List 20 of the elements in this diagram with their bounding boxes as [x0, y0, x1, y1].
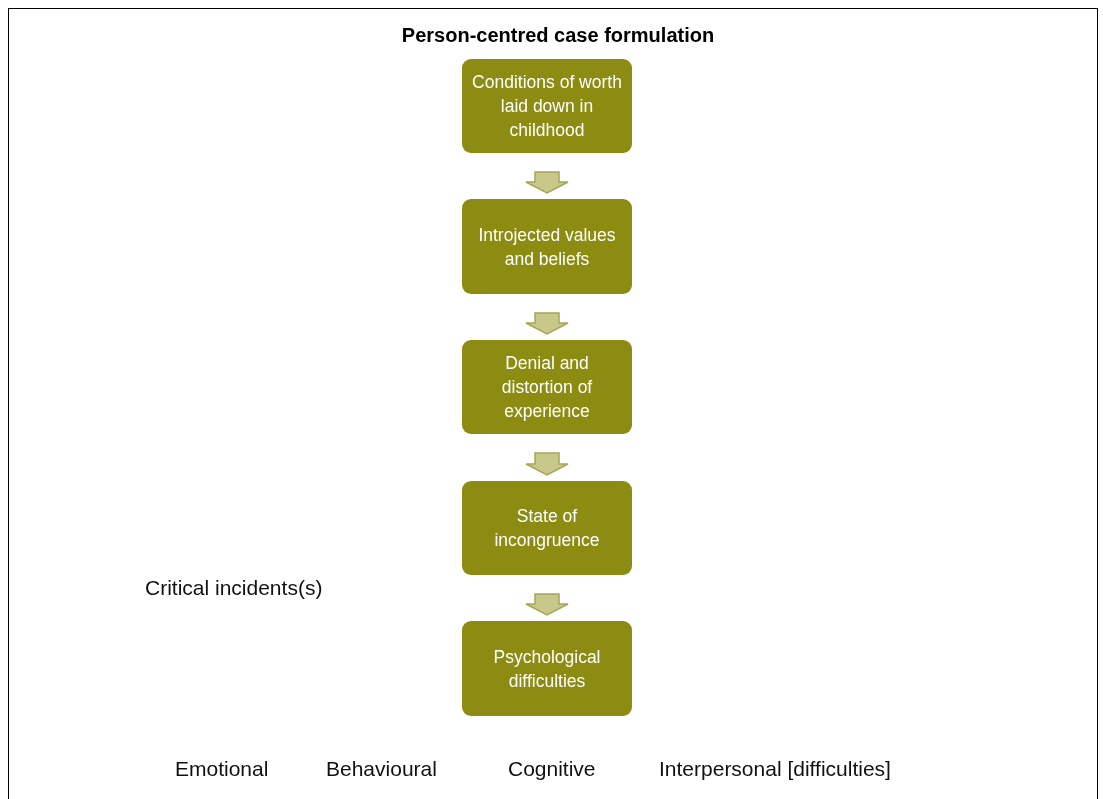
category-label: Interpersonal [difficulties] — [659, 757, 891, 781]
block-arrow — [525, 452, 569, 476]
category-label: Cognitive — [508, 757, 596, 781]
box-text: Denial and distortion of experience — [500, 352, 594, 423]
box-text: State of incongruence — [493, 505, 601, 552]
block-arrow — [525, 593, 569, 616]
diagram-title: Person-centred case formulation — [400, 24, 716, 47]
process-box — [462, 59, 632, 153]
box-text: Conditions of worth laid down in childhood — [471, 71, 623, 142]
block-arrow — [525, 171, 569, 194]
side-label: Critical incidents(s) — [145, 576, 323, 600]
category-label: Emotional — [175, 757, 269, 781]
box-text: Introjected values and beliefs — [477, 223, 617, 271]
process-box — [462, 199, 632, 294]
category-label: Behavioural — [326, 757, 437, 781]
block-arrow — [525, 312, 569, 335]
process-box — [462, 481, 632, 575]
process-box — [462, 621, 632, 716]
process-box — [462, 340, 632, 434]
box-text: Psychological difficulties — [492, 645, 602, 693]
